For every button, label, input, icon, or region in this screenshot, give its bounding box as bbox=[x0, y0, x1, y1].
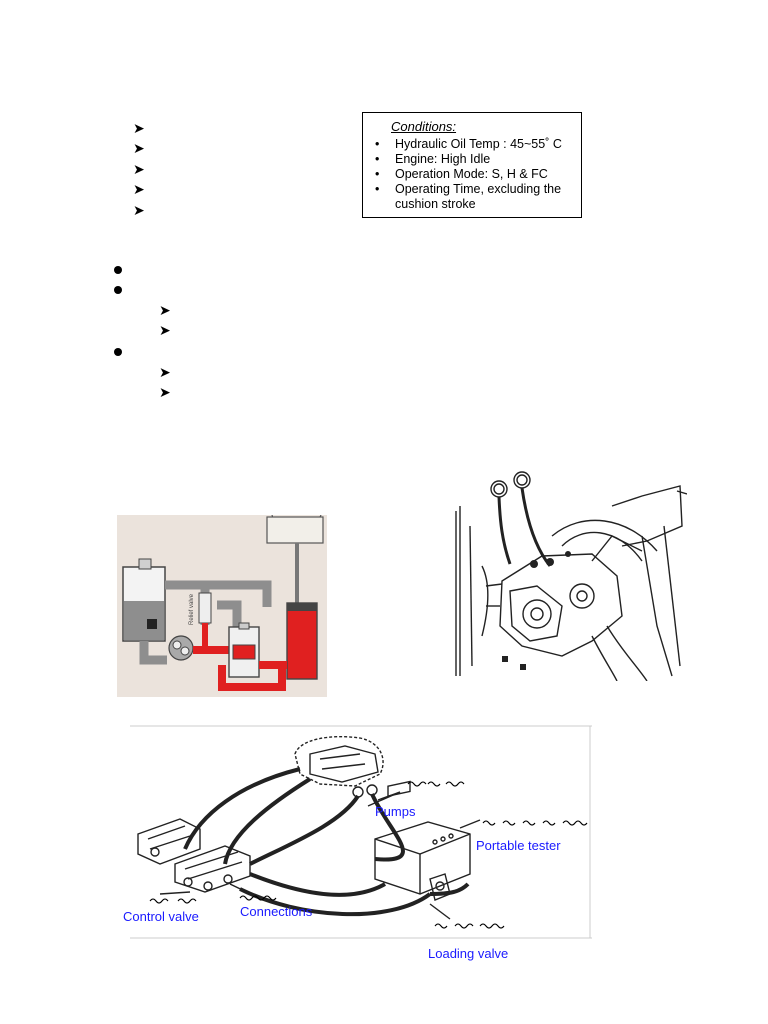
loading-valve-label: Loading valve bbox=[428, 946, 509, 961]
arrow-bullet-icon: ➤ bbox=[133, 202, 145, 218]
round-bullet-icon bbox=[114, 266, 122, 274]
control-valve-label: Control valve bbox=[123, 909, 199, 924]
pumps-label: Pumps bbox=[375, 804, 416, 819]
list-item: •Operation Mode: S, H & FC bbox=[375, 167, 548, 181]
svg-text:Relief valve: Relief valve bbox=[189, 593, 195, 625]
arrow-bullet-icon: ➤ bbox=[133, 181, 145, 197]
list-item: •Engine: High Idle bbox=[375, 152, 491, 166]
round-bullet-icon bbox=[114, 348, 122, 356]
arrow-bullet-icon: ➤ bbox=[159, 384, 171, 400]
list-item: •Operating Time, excluding the cushion s… bbox=[375, 182, 562, 211]
round-bullet-icon bbox=[114, 286, 122, 294]
connections-label: Connections bbox=[240, 904, 313, 919]
conditions-box: Conditions: •Hydraulic Oil Temp : 45~55˚… bbox=[362, 112, 582, 218]
pump-pressure-gauge-illustration bbox=[442, 466, 687, 681]
portable-tester-diagram bbox=[130, 725, 592, 939]
conditions-title: Conditions: bbox=[391, 119, 457, 134]
conditions-list: •Hydraulic Oil Temp : 45~55˚ C •Engine: … bbox=[369, 137, 581, 212]
arrow-bullet-icon: ➤ bbox=[159, 364, 171, 380]
list-item: •Hydraulic Oil Temp : 45~55˚ C bbox=[375, 137, 562, 151]
arrow-bullet-icon: ➤ bbox=[159, 302, 171, 318]
arrow-bullet-icon: ➤ bbox=[159, 322, 171, 338]
hydraulic-circuit-diagram: Relief valve bbox=[117, 515, 327, 697]
arrow-bullet-icon: ➤ bbox=[133, 120, 145, 136]
arrow-bullet-icon: ➤ bbox=[133, 161, 145, 177]
arrow-bullet-icon: ➤ bbox=[133, 140, 145, 156]
portable-tester-label: Portable tester bbox=[476, 838, 561, 853]
